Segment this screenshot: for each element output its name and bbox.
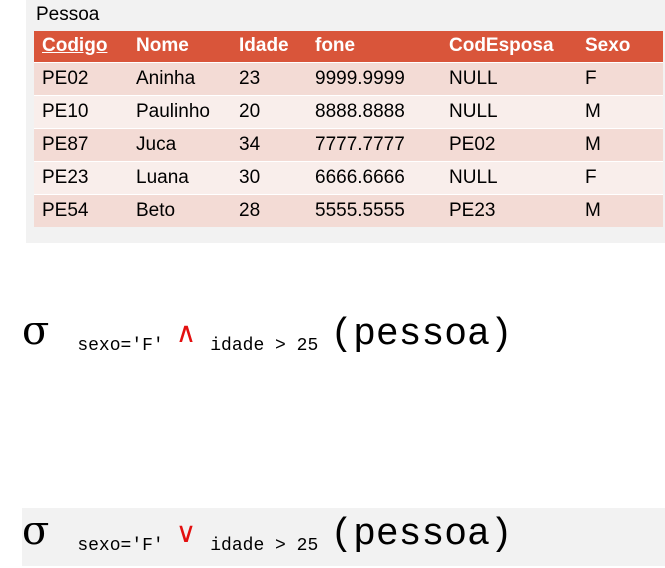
cell-codigo: PE10 xyxy=(34,94,128,128)
header-sexo: Sexo xyxy=(585,35,631,57)
and-operator: ∧ xyxy=(175,316,197,349)
condition-sexo: sexo='F' xyxy=(77,336,164,356)
cell-nome: Paulinho xyxy=(128,94,231,128)
cell-fone: 7777.7777 xyxy=(307,127,441,161)
cell-nome: Beto xyxy=(128,193,231,227)
cell-codesposa: NULL xyxy=(441,94,577,128)
relation-pessoa: (pessoa) xyxy=(330,513,513,556)
cell-sexo: M xyxy=(577,94,663,128)
cell-fone: 8888.8888 xyxy=(307,94,441,128)
header-codesposa: CodEsposa xyxy=(449,35,554,57)
sigma-symbol: σ xyxy=(22,308,50,354)
cell-fone: 6666.6666 xyxy=(307,160,441,194)
selection-expression-and: σ sexo='F' ∧ idade > 25 (pessoa) xyxy=(22,308,513,368)
cell-codesposa: NULL xyxy=(441,160,577,194)
cell-sexo: M xyxy=(577,193,663,227)
cell-fone: 5555.5555 xyxy=(307,193,441,227)
header-codigo: Codigo xyxy=(42,35,108,57)
cell-codesposa: PE02 xyxy=(441,127,577,161)
relation-pessoa: (pessoa) xyxy=(330,313,513,356)
cell-codesposa: NULL xyxy=(441,61,577,95)
cell-nome: Juca xyxy=(128,127,231,161)
header-fone: fone xyxy=(315,35,356,57)
table-row: PE54 Beto 28 5555.5555 PE23 M xyxy=(34,193,663,227)
cell-idade: 28 xyxy=(231,193,307,227)
selection-expression-or: σ sexo='F' ∨ idade > 25 (pessoa) xyxy=(22,508,665,566)
cell-nome: Aninha xyxy=(128,61,231,95)
sigma-symbol: σ xyxy=(22,508,50,554)
table-row: PE87 Juca 34 7777.7777 PE02 M xyxy=(34,127,663,161)
cell-idade: 23 xyxy=(231,61,307,95)
cell-sexo: F xyxy=(577,61,663,95)
cell-idade: 20 xyxy=(231,94,307,128)
table-header-row: Codigo Nome Idade fone CodEsposa Sexo xyxy=(34,31,663,62)
table-row: PE02 Aninha 23 9999.9999 NULL F xyxy=(34,61,663,95)
pessoa-table: Codigo Nome Idade fone CodEsposa Sexo PE… xyxy=(34,31,663,227)
table-row: PE10 Paulinho 20 8888.8888 NULL M xyxy=(34,94,663,128)
condition-idade: idade > 25 xyxy=(210,336,319,356)
cell-nome: Luana xyxy=(128,160,231,194)
table-caption: Pessoa xyxy=(36,4,100,25)
condition-idade: idade > 25 xyxy=(210,536,319,556)
table-row: PE23 Luana 30 6666.6666 NULL F xyxy=(34,160,663,194)
cell-idade: 34 xyxy=(231,127,307,161)
condition-sexo: sexo='F' xyxy=(77,536,164,556)
cell-fone: 9999.9999 xyxy=(307,61,441,95)
cell-codigo: PE02 xyxy=(34,61,128,95)
cell-sexo: F xyxy=(577,160,663,194)
cell-sexo: M xyxy=(577,127,663,161)
cell-idade: 30 xyxy=(231,160,307,194)
cell-codigo: PE87 xyxy=(34,127,128,161)
or-operator: ∨ xyxy=(175,516,197,549)
cell-codesposa: PE23 xyxy=(441,193,577,227)
header-nome: Nome xyxy=(136,35,189,57)
cell-codigo: PE54 xyxy=(34,193,128,227)
cell-codigo: PE23 xyxy=(34,160,128,194)
header-idade: Idade xyxy=(239,35,289,57)
